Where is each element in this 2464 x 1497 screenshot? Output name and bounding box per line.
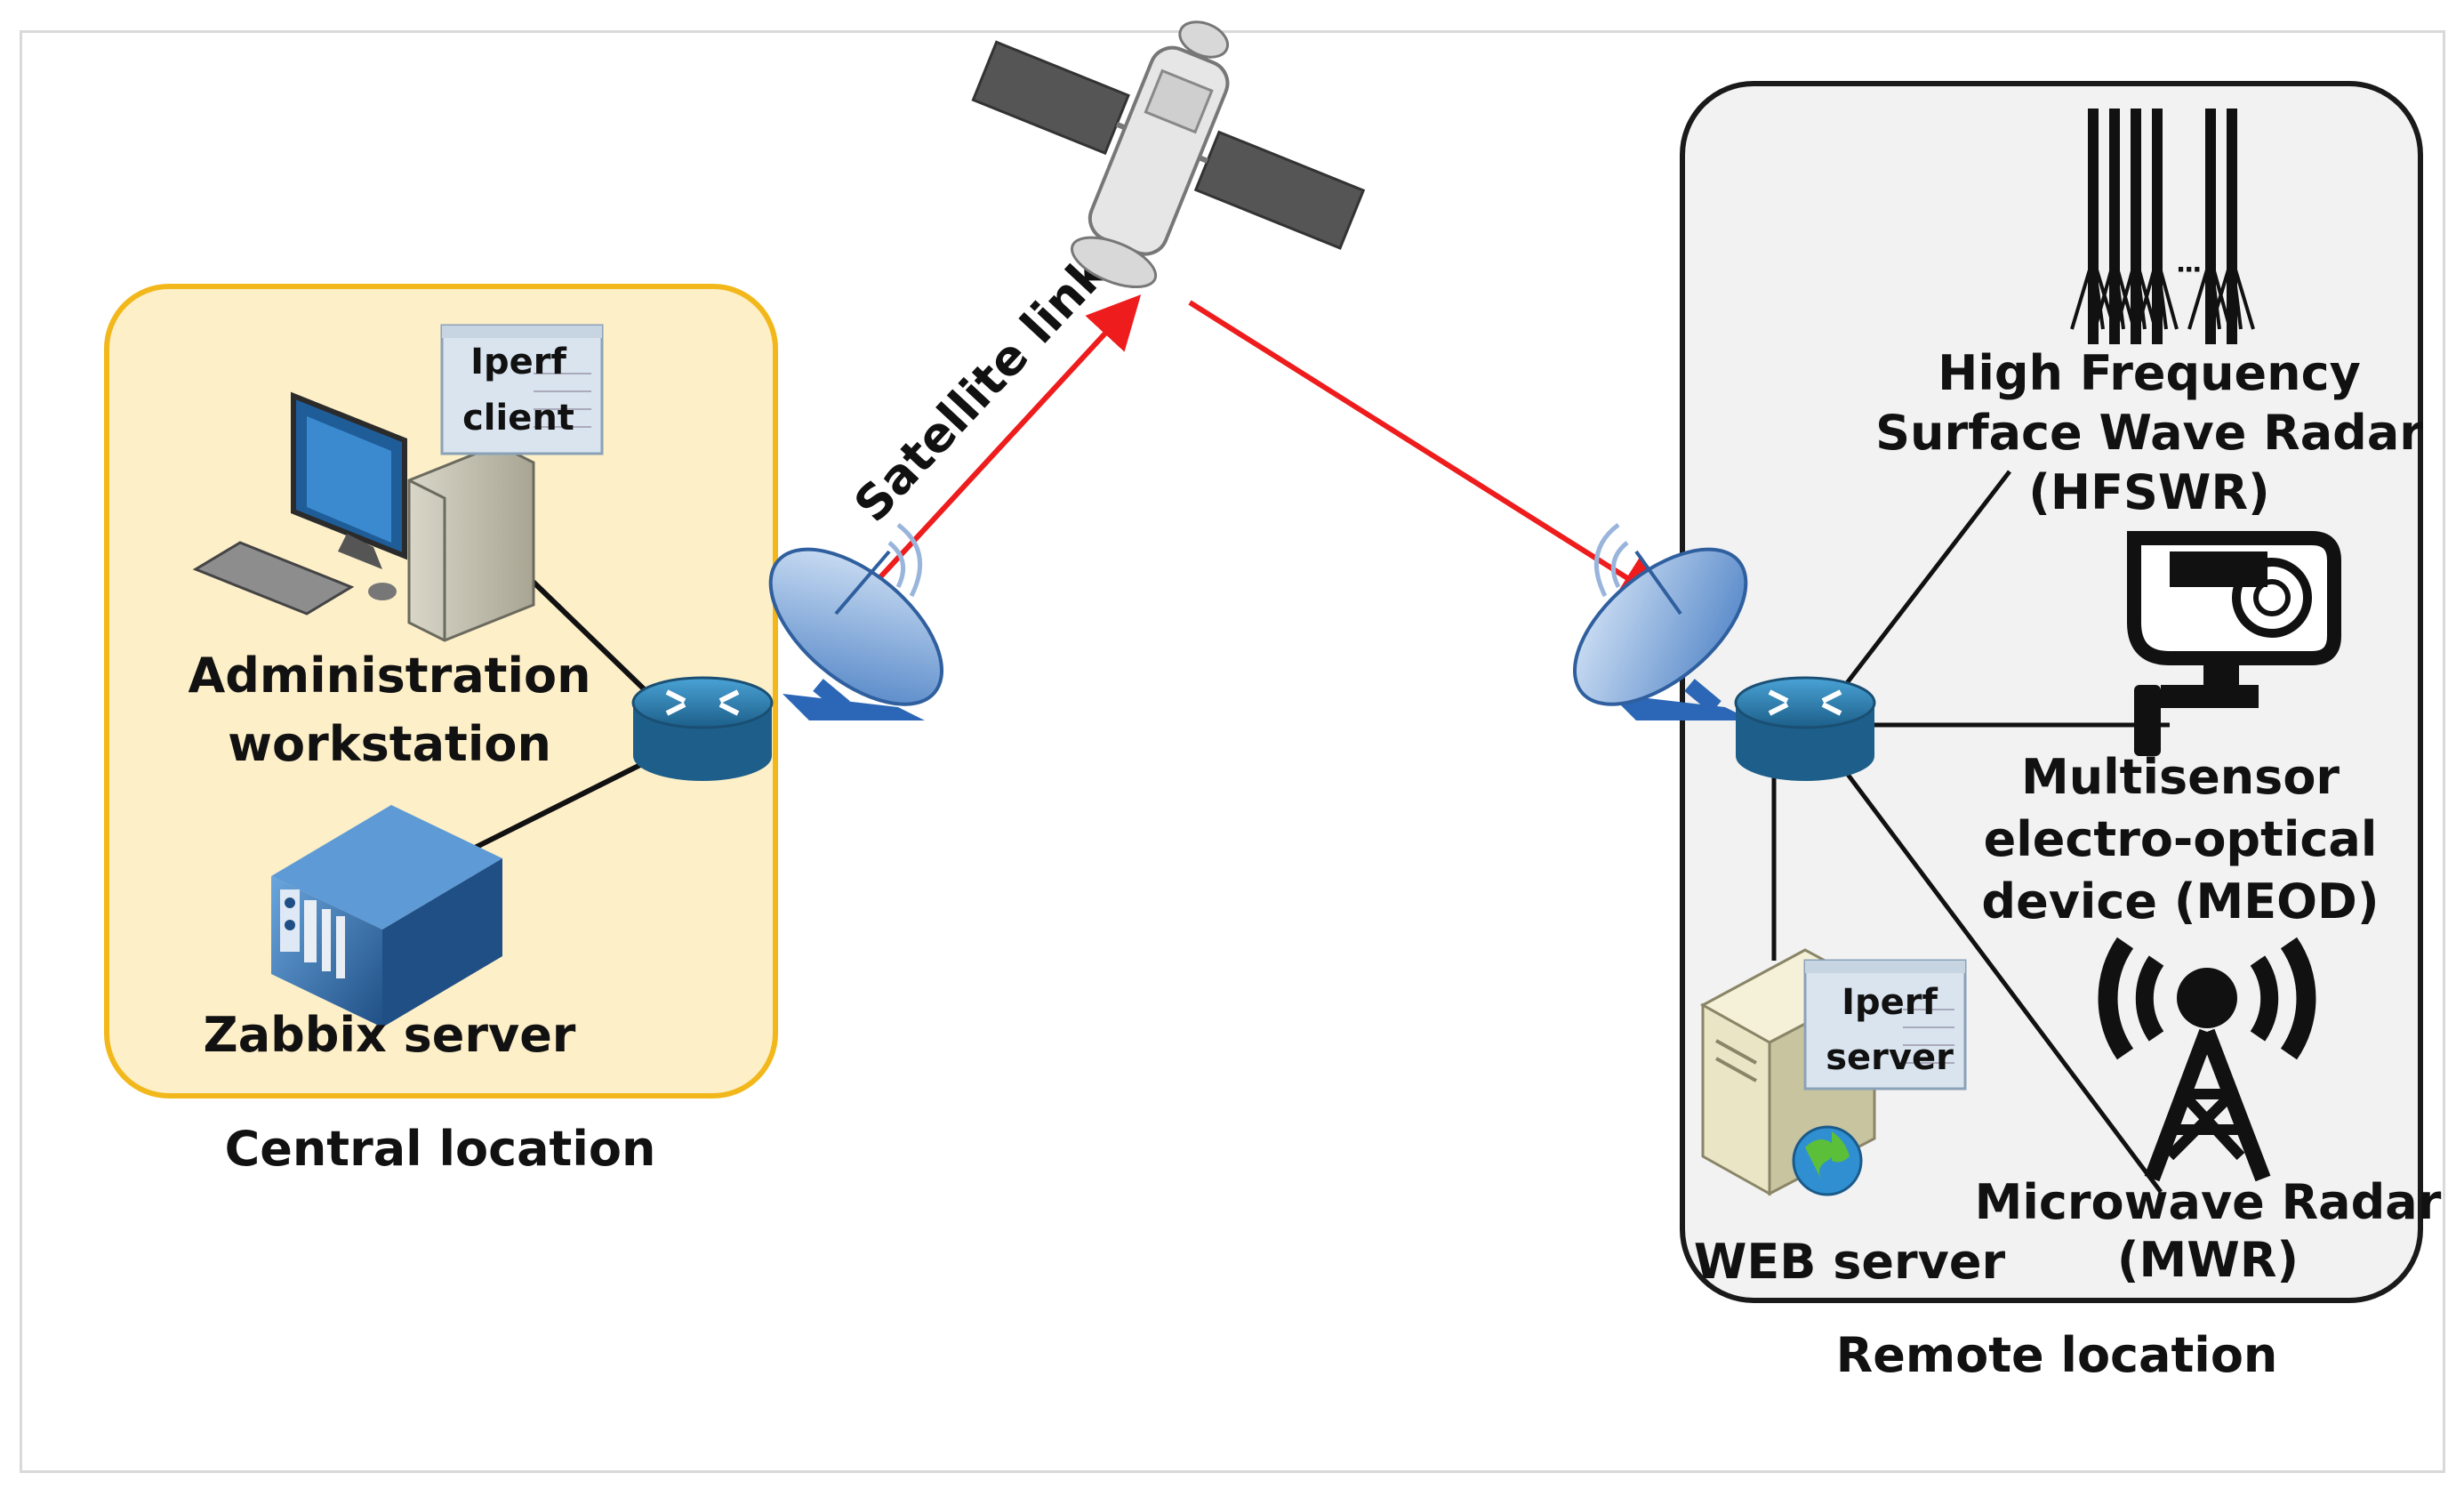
remote-location-label: Remote location	[1836, 1327, 2278, 1383]
downlink-arrow	[1188, 300, 1673, 607]
workstation-router-link	[518, 567, 661, 705]
central-location-label: Central location	[225, 1121, 656, 1177]
hfswr-label-line3: (HFSWR)	[2028, 464, 2269, 520]
app-window-icon	[1803, 959, 1967, 1091]
hfswr-label-line1: High Frequency	[1938, 345, 2361, 401]
web-server-label: WEB server	[1694, 1234, 2006, 1290]
satellite-link-label: Satellite link	[843, 243, 1119, 533]
router-hfswr-link	[1830, 470, 2011, 704]
zabbix-router-link	[461, 753, 660, 857]
satellite-dish-icon	[768, 523, 944, 720]
iperf-client-label-line1: Iperf	[470, 342, 566, 382]
router-icon	[1734, 676, 1876, 781]
radio-tower-icon	[2098, 937, 2316, 1182]
mwr-label-line1: Microwave Radar	[1975, 1174, 2442, 1230]
svg-text:...: ...	[2177, 252, 2201, 277]
hf-antenna-icon: ...	[2070, 109, 2255, 344]
iperf-server-label-line2: server	[1826, 1037, 1954, 1078]
satellite-icon	[971, 20, 1366, 288]
meod-label-line1: Multisensor	[2021, 749, 2340, 805]
router-icon	[631, 676, 774, 781]
server-rack-icon	[271, 805, 502, 1027]
router-mwr-link	[1839, 763, 2163, 1194]
uplink-arrow	[844, 294, 1142, 616]
workstation-label-line2: workstation	[228, 716, 551, 772]
app-window-icon	[440, 324, 604, 455]
mwr-label-line2: (MWR)	[2117, 1232, 2299, 1288]
meod-label-line2: electro-optical	[1984, 811, 2378, 867]
zabbix-server-label: Zabbix server	[204, 1007, 576, 1063]
workstation-label-line1: Administration	[188, 648, 590, 704]
satellite-dish-icon	[1572, 523, 1752, 720]
hfswr-label-line2: Surface Wave Radar	[1875, 405, 2423, 461]
iperf-client-label-line2: client	[462, 398, 574, 439]
iperf-server-label-line1: Iperf	[1842, 982, 1938, 1023]
globe-icon	[1792, 1125, 1863, 1196]
meod-label-line3: device (MEOD)	[1981, 873, 2379, 930]
desktop-computer-icon	[192, 391, 535, 642]
security-camera-icon	[2127, 531, 2341, 756]
